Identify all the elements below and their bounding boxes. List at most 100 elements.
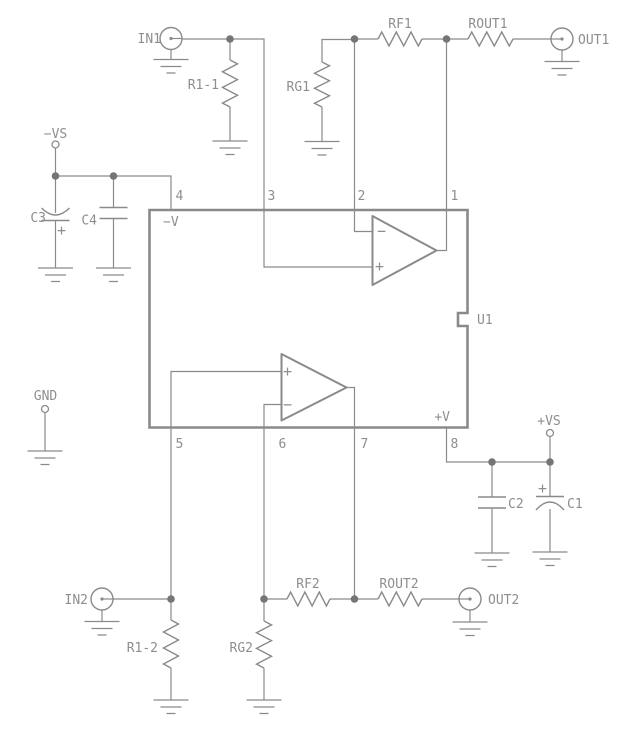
terminal-neg-supply: −VS: [44, 127, 67, 149]
resistor-zigzag: [162, 619, 180, 669]
resistor-zigzag: [254, 620, 274, 669]
polarity-plus-icon: +: [57, 222, 66, 240]
junction-dot: [109, 172, 118, 180]
ground-icon: [474, 552, 510, 568]
ground-icon: [246, 699, 282, 715]
resistor-zigzag: [220, 59, 240, 108]
terminal-circle: [545, 428, 555, 438]
resistor-zigzag: [377, 590, 423, 608]
terminal-label: GND: [34, 389, 58, 404]
capacitor-curved-plate: [535, 501, 565, 511]
wire-pin5-run: [170, 370, 282, 599]
capacitor-label: C2: [508, 497, 524, 512]
junction-dot: [260, 595, 268, 603]
resistor-label: ROUT2: [379, 577, 418, 592]
resistor-rf1: RF1: [377, 17, 423, 48]
port-label: OUT2: [488, 593, 519, 608]
ground-icon: [212, 140, 248, 156]
junction-dots: [51, 35, 554, 603]
resistor-zigzag: [467, 30, 514, 48]
capacitor-plates: [99, 206, 128, 220]
wire-pin2-run: [353, 39, 373, 233]
capacitor-c1: + C1: [535, 480, 583, 512]
pin-label-4: 4: [176, 189, 184, 204]
connector-in2: IN2: [65, 587, 114, 611]
wire-pin8-run: [445, 427, 550, 463]
capacitor-c2: C2: [478, 496, 524, 512]
capacitor-label: C4: [81, 214, 97, 229]
pin-label-8: 8: [451, 437, 459, 452]
resistor-label: R1-2: [127, 641, 158, 656]
ground-icon: [153, 58, 189, 74]
capacitor-label: C3: [30, 211, 46, 226]
capacitor-c3: + C3: [30, 207, 70, 240]
wires: [44, 38, 563, 700]
ic-body-outline: [148, 208, 469, 429]
junction-dot: [226, 35, 234, 43]
junction-dot: [350, 595, 359, 603]
resistor-label: ROUT1: [468, 17, 507, 32]
opamp-b-noninverting-plus-icon: +: [283, 363, 292, 381]
resistor-zigzag: [312, 61, 332, 108]
junction-dot: [546, 458, 554, 466]
polarity-plus-icon: +: [538, 480, 547, 498]
junction-dot: [442, 35, 451, 43]
pin-label-2: 2: [358, 189, 366, 204]
resistor-zigzag: [286, 590, 331, 608]
wire-pin1-run: [436, 39, 448, 252]
terminal-circle: [40, 404, 50, 414]
terminal-pos-supply: +VS: [537, 414, 561, 438]
terminal-label: −VS: [44, 127, 67, 142]
capacitor-c4: C4: [81, 206, 128, 229]
ground-icon: [544, 60, 580, 76]
resistor-rout2: ROUT2: [377, 577, 423, 608]
connector-out1: OUT1: [550, 27, 609, 51]
junction-dot: [350, 35, 359, 43]
resistor-label: RF2: [296, 577, 319, 592]
ground-icon: [153, 699, 189, 715]
ground-icon: [452, 621, 488, 637]
resistor-rg1: RG1: [287, 61, 332, 108]
resistor-r1-2: R1-2: [127, 619, 180, 669]
resistor-zigzag: [377, 30, 423, 48]
opamp-a-noninverting-plus-icon: +: [375, 258, 384, 276]
ground-icon: [96, 267, 131, 283]
resistor-label: RF1: [388, 17, 411, 32]
resistor-r1-1: R1-1: [188, 59, 240, 108]
capacitor-curved-plate: [41, 207, 70, 216]
resistor-label: RG2: [230, 641, 253, 656]
junction-dot: [51, 172, 60, 180]
terminal-label: +VS: [537, 414, 560, 429]
ground-icon: [532, 551, 568, 567]
wire-pin7-run: [346, 386, 356, 599]
opamp-a-triangle: [371, 215, 438, 286]
pin-label-1: 1: [451, 189, 459, 204]
pin-label-6: 6: [279, 437, 287, 452]
pin-label-5: 5: [176, 437, 184, 452]
ground-icon: [27, 450, 63, 466]
pin-label-7: 7: [361, 437, 369, 452]
resistor-rout1: ROUT1: [467, 17, 514, 48]
ground-symbols: [27, 58, 580, 715]
junction-dot: [167, 595, 175, 603]
terminal-circle: [51, 140, 60, 149]
port-label: OUT1: [578, 33, 609, 48]
junction-dot: [488, 458, 496, 466]
terminal-gnd: GND: [34, 389, 58, 414]
wire-rg1-leads: [321, 38, 355, 142]
ground-icon: [84, 620, 120, 636]
pin-label-3: 3: [268, 189, 276, 204]
opamp-b-inverting-minus-icon: −: [283, 396, 292, 414]
connector-in1: IN1: [138, 26, 183, 51]
capacitor-plates: [478, 496, 506, 509]
capacitor-label: C1: [567, 497, 583, 512]
wire-pin3-run: [230, 38, 373, 268]
ic-u1: − + + − −V +V U1 1 2 3 4 5 6 7 8: [148, 189, 493, 452]
resistor-label: R1-1: [188, 78, 219, 93]
ic-refdes: U1: [477, 313, 493, 328]
ic-pos-rail-label: +V: [434, 410, 450, 425]
wire-pin6-run: [263, 403, 282, 599]
opamp-b-triangle: [280, 353, 348, 422]
